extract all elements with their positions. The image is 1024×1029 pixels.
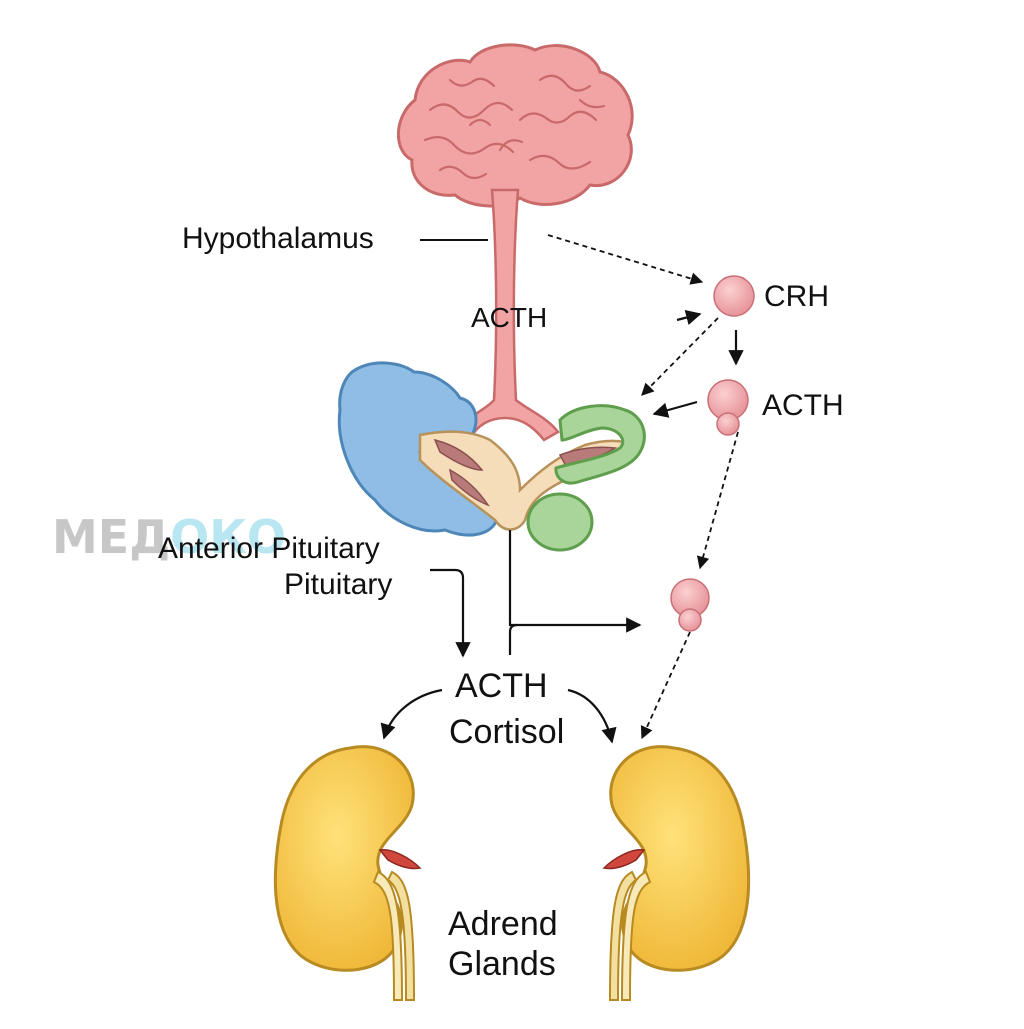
arrow-into-crh (676, 310, 702, 325)
watermark-part-gray: МЕД (52, 510, 171, 564)
dashed-arrow-to-adrenal (640, 631, 691, 740)
label-acth-center: ACTH (455, 667, 548, 705)
acth-hormone-right (707, 379, 749, 436)
label-anterior-pituitary: Anterior Pituitary (158, 532, 380, 565)
label-adrenal-line1: Adrend (448, 905, 558, 943)
label-hypothalamus: Hypothalamus (182, 222, 374, 255)
right-adrenal-kidney (602, 745, 751, 1001)
label-acth-right: ACTH (762, 389, 844, 422)
arrow-acth-to-right-adrenal (567, 688, 617, 744)
label-adrenal-line2: Glands (448, 945, 556, 983)
arrow-pituitary-to-hormone (508, 530, 642, 633)
arrow-acth-to-left-adrenal (380, 688, 443, 740)
watermark: МЕДОКО (52, 514, 286, 560)
label-crh: CRH (764, 280, 829, 313)
label-cortisol: Cortisol (449, 713, 565, 751)
dashed-arrow-crh-to-pituitary (641, 317, 719, 396)
hormone-lower (670, 578, 710, 632)
pituitary-green-bulb (526, 492, 594, 552)
label-stalk-acth: ACTH (471, 302, 548, 333)
dashed-arrow-acth-down (696, 431, 739, 570)
arrow-acth-to-posterior (652, 400, 698, 418)
label-pituitary: Pituitary (284, 568, 393, 601)
watermark-part-teal: ОКО (170, 510, 286, 564)
crh-hormone (713, 275, 755, 317)
posterior-lobe (554, 404, 646, 485)
arrow-pituitary-label-to-acth (430, 568, 471, 658)
dashed-arrow-hypothalamus-to-crh (547, 234, 704, 285)
brain-illustration (397, 43, 634, 208)
left-adrenal-kidney (273, 745, 422, 1001)
bracket-connector (508, 623, 518, 655)
pituitary-stalk (456, 188, 560, 442)
